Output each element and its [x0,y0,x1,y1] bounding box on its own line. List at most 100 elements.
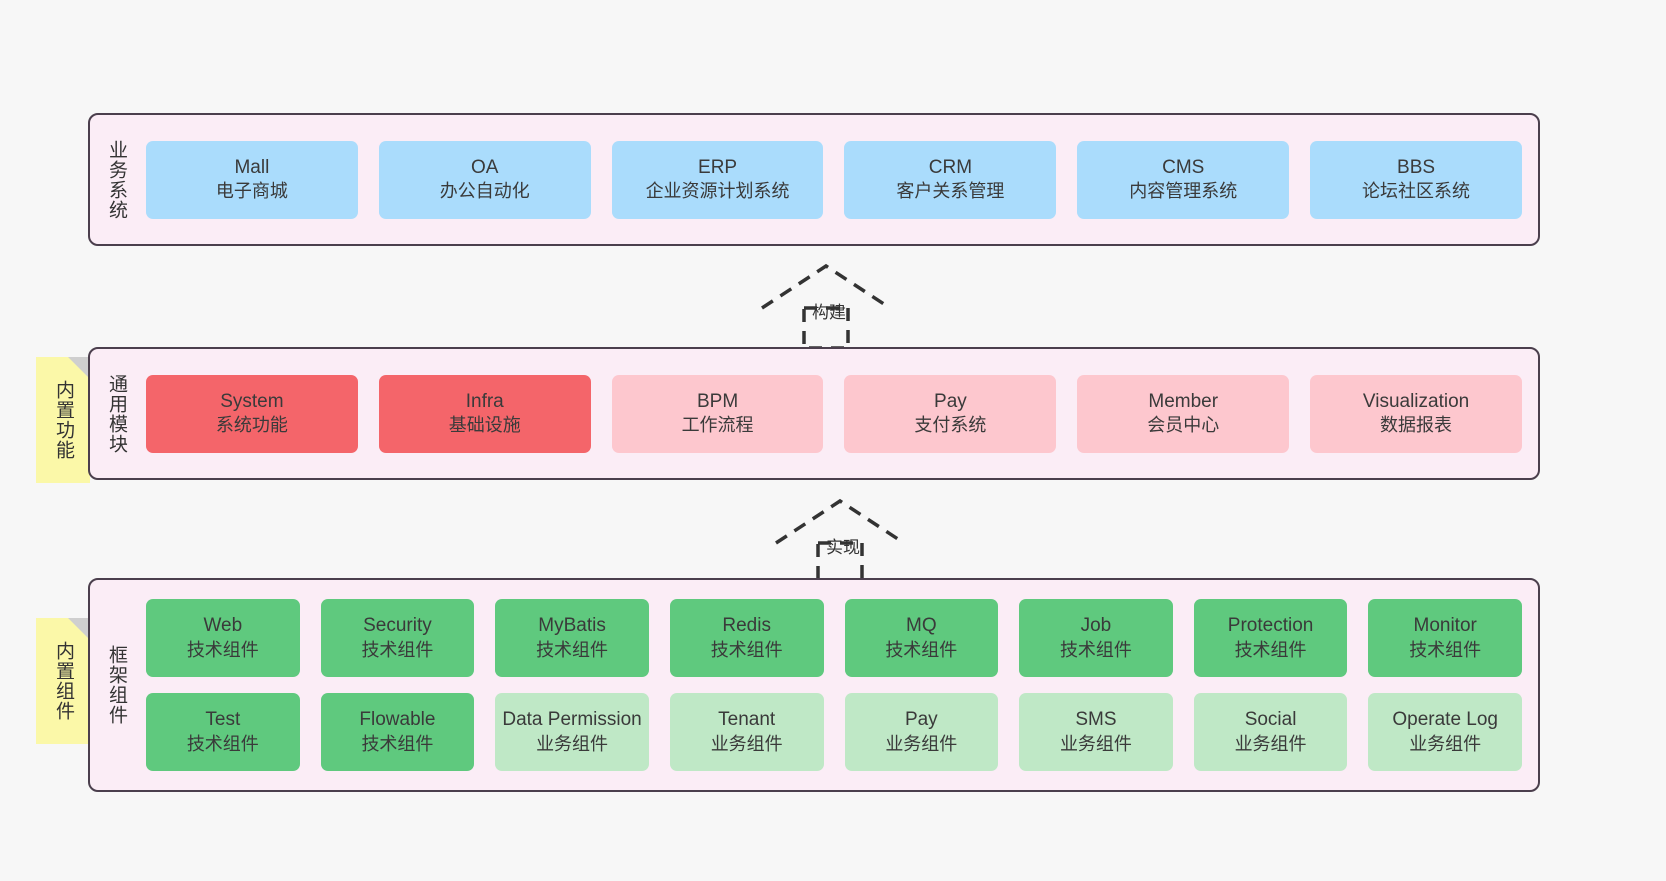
box-subtitle: 业务组件 [710,733,783,754]
box-title: CRM [928,156,973,178]
box-subtitle: 系统功能 [215,415,288,436]
box-subtitle: 技术组件 [186,639,259,660]
box-row: Mall 电子商城 OA 办公自动化 ERP 企业资源计划系统 CRM 客户关系… [142,140,1526,219]
build-arrow-icon [761,263,891,350]
box-title: Pay [904,709,938,731]
box-title: Infra [465,390,504,412]
box-mybatis[interactable]: MyBatis 技术组件 [495,599,649,677]
box-title: SMS [1075,709,1117,731]
box-title: ERP [698,156,738,178]
box-sms[interactable]: SMS 业务组件 [1019,693,1173,771]
box-mq[interactable]: MQ 技术组件 [844,599,999,677]
layer-common-modules: 通用模块 System 系统功能 Infra 基础设施 BPM 工作流程 Pay… [88,347,1540,480]
box-pay-component[interactable]: Pay 业务组件 [844,693,999,771]
connector-implement: 实现 [770,493,920,585]
box-title: OA [471,156,499,178]
box-redis[interactable]: Redis 技术组件 [669,599,824,677]
box-title: Member [1148,390,1219,412]
box-visualization[interactable]: Visualization 数据报表 [1310,374,1522,453]
box-data-permission[interactable]: Data Permission 业务组件 [495,693,649,771]
box-bpm[interactable]: BPM 工作流程 [611,374,824,453]
box-title: Monitor [1413,615,1477,637]
box-subtitle: 技术组件 [186,733,259,754]
box-title: Operate Log [1392,709,1498,731]
layer-title-common-modules: 通用模块 [106,373,128,454]
box-subtitle: 企业资源计划系统 [645,181,790,202]
box-infra[interactable]: Infra 基础设施 [378,374,591,453]
box-title: Flowable [359,709,436,731]
box-job[interactable]: Job 技术组件 [1019,599,1173,677]
note-label: 内置组件 [53,641,75,721]
box-subtitle: 技术组件 [710,639,783,660]
box-title: BBS [1397,156,1436,178]
box-oa[interactable]: OA 办公自动化 [378,140,591,219]
box-title: Pay [934,390,967,412]
box-bbs[interactable]: BBS 论坛社区系统 [1310,140,1522,219]
box-subtitle: 办公自动化 [439,181,530,202]
box-social[interactable]: Social 业务组件 [1193,693,1348,771]
box-subtitle: 业务组件 [536,733,609,754]
box-subtitle: 技术组件 [536,639,609,660]
box-subtitle: 技术组件 [361,733,434,754]
box-subtitle: 技术组件 [1059,639,1132,660]
note-builtin-functions: 内置功能 [36,357,90,483]
box-operate-log[interactable]: Operate Log 业务组件 [1368,693,1522,771]
box-row: Test 技术组件 Flowable 技术组件 Data Permission … [142,693,1526,771]
box-subtitle: 内容管理系统 [1129,181,1238,202]
layer-body-business-systems: Mall 电子商城 OA 办公自动化 ERP 企业资源计划系统 CRM 客户关系… [142,115,1538,244]
layer-framework-components: 框架组件 Web 技术组件 Security 技术组件 MyBatis 技术组件… [88,578,1540,792]
layer-title-framework-components: 框架组件 [106,645,128,725]
box-title: Job [1080,615,1112,637]
box-title: Protection [1227,615,1314,637]
box-subtitle: 技术组件 [1234,639,1307,660]
connector-label-build: 构建 [812,303,846,322]
box-subtitle: 工作流程 [681,415,754,436]
box-subtitle: 客户关系管理 [896,181,1005,202]
note-fold-icon [68,618,90,640]
box-monitor[interactable]: Monitor 技术组件 [1368,599,1522,677]
box-cms[interactable]: CMS 内容管理系统 [1077,140,1290,219]
box-title: BPM [696,390,739,412]
box-title: Data Permission [502,709,642,731]
box-member[interactable]: Member 会员中心 [1077,374,1290,453]
note-fold-icon [68,357,90,379]
box-title: Tenant [718,709,776,731]
box-subtitle: 电子商城 [215,181,288,202]
box-pay-module[interactable]: Pay 支付系统 [844,374,1057,453]
box-title: Security [363,615,432,637]
layer-title-business-systems: 业务系统 [106,139,128,220]
box-protection[interactable]: Protection 技术组件 [1193,599,1348,677]
layer-body-common-modules: System 系统功能 Infra 基础设施 BPM 工作流程 Pay 支付系统… [142,349,1538,478]
layer-body-framework-components: Web 技术组件 Security 技术组件 MyBatis 技术组件 Redi… [142,580,1538,790]
box-tenant[interactable]: Tenant 业务组件 [669,693,824,771]
box-row: System 系统功能 Infra 基础设施 BPM 工作流程 Pay 支付系统… [142,374,1526,453]
connector-label-implement: 实现 [826,538,860,557]
box-system[interactable]: System 系统功能 [146,374,358,453]
box-subtitle: 支付系统 [914,415,987,436]
box-subtitle: 业务组件 [1059,733,1132,754]
box-flowable[interactable]: Flowable 技术组件 [320,693,475,771]
note-builtin-components: 内置组件 [36,618,90,744]
implement-arrow-icon [775,498,905,585]
box-subtitle: 论坛社区系统 [1362,181,1471,202]
box-title: MyBatis [538,615,606,637]
box-title: CMS [1162,156,1205,178]
box-subtitle: 业务组件 [1234,733,1307,754]
connector-build: 构建 [756,258,906,350]
box-erp[interactable]: ERP 企业资源计划系统 [611,140,824,219]
box-web[interactable]: Web 技术组件 [146,599,300,677]
box-title: MQ [906,615,937,637]
box-mall[interactable]: Mall 电子商城 [146,140,358,219]
box-title: Web [203,615,243,637]
box-subtitle: 数据报表 [1380,415,1453,436]
box-subtitle: 业务组件 [885,733,958,754]
box-subtitle: 技术组件 [361,639,434,660]
box-title: System [220,390,284,412]
box-test[interactable]: Test 技术组件 [146,693,300,771]
box-subtitle: 基础设施 [448,415,521,436]
box-row: Web 技术组件 Security 技术组件 MyBatis 技术组件 Redi… [142,599,1526,677]
box-security[interactable]: Security 技术组件 [320,599,475,677]
box-crm[interactable]: CRM 客户关系管理 [844,140,1057,219]
box-title: Visualization [1362,390,1470,412]
